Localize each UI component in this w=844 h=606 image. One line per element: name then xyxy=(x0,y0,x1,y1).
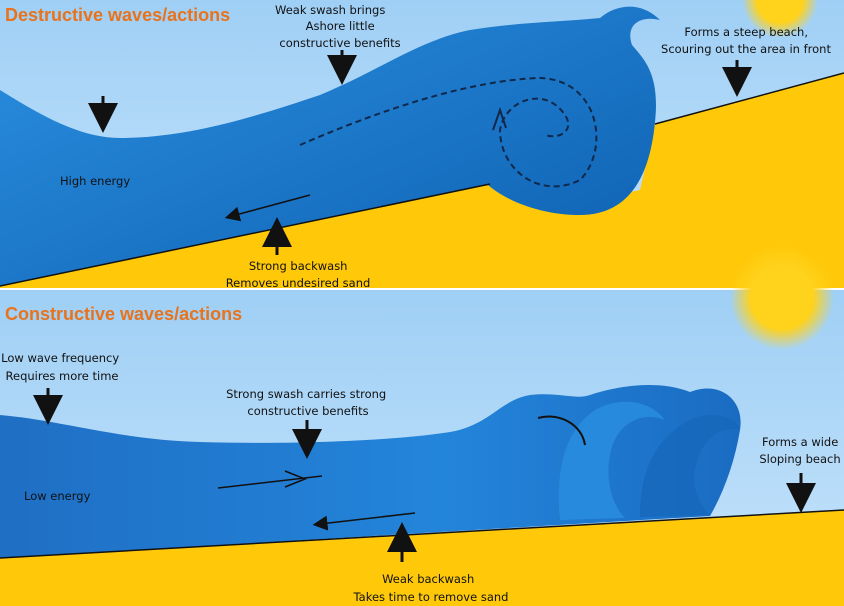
destructive-wave xyxy=(0,6,660,286)
weak-swash-label: Weak swash brings Ashore little construc… xyxy=(275,3,401,50)
sun-icon xyxy=(730,246,834,350)
destructive-title: Destructive waves/actions xyxy=(5,5,230,25)
backwash-arrow-icon xyxy=(224,194,311,222)
sand xyxy=(0,510,844,606)
steep-beach-label: Forms a steep beach, Scouring out the ar… xyxy=(661,25,831,56)
destructive-panel: Destructive waves/actions Weak swash bri… xyxy=(0,0,844,290)
wide-beach-label: Forms a wide Sloping beach xyxy=(759,435,842,466)
swash-arrow-icon xyxy=(217,475,323,489)
swirl-path xyxy=(299,76,598,188)
arrows xyxy=(88,50,752,255)
low-frequency-label: Low wave frequency Requires more time xyxy=(1,351,123,383)
weak-backwash-label: Weak backwash Takes time to remove sand xyxy=(353,572,509,604)
constructive-panel: Constructive waves/actions Low wave freq… xyxy=(0,246,844,606)
low-energy-label: Low energy xyxy=(24,489,91,503)
high-energy-label: High energy xyxy=(60,174,130,188)
constructive-title: Constructive waves/actions xyxy=(5,304,242,324)
strong-swash-label: Strong swash carries strong constructive… xyxy=(226,387,390,418)
sun-icon xyxy=(742,0,818,38)
curl-mark xyxy=(537,415,586,446)
strong-backwash-label: Strong backwash Removes undesired sand xyxy=(226,259,371,290)
constructive-wave xyxy=(0,384,741,558)
sand xyxy=(0,73,844,288)
wave-crest xyxy=(558,401,665,520)
backwash-arrow-icon xyxy=(312,512,416,531)
